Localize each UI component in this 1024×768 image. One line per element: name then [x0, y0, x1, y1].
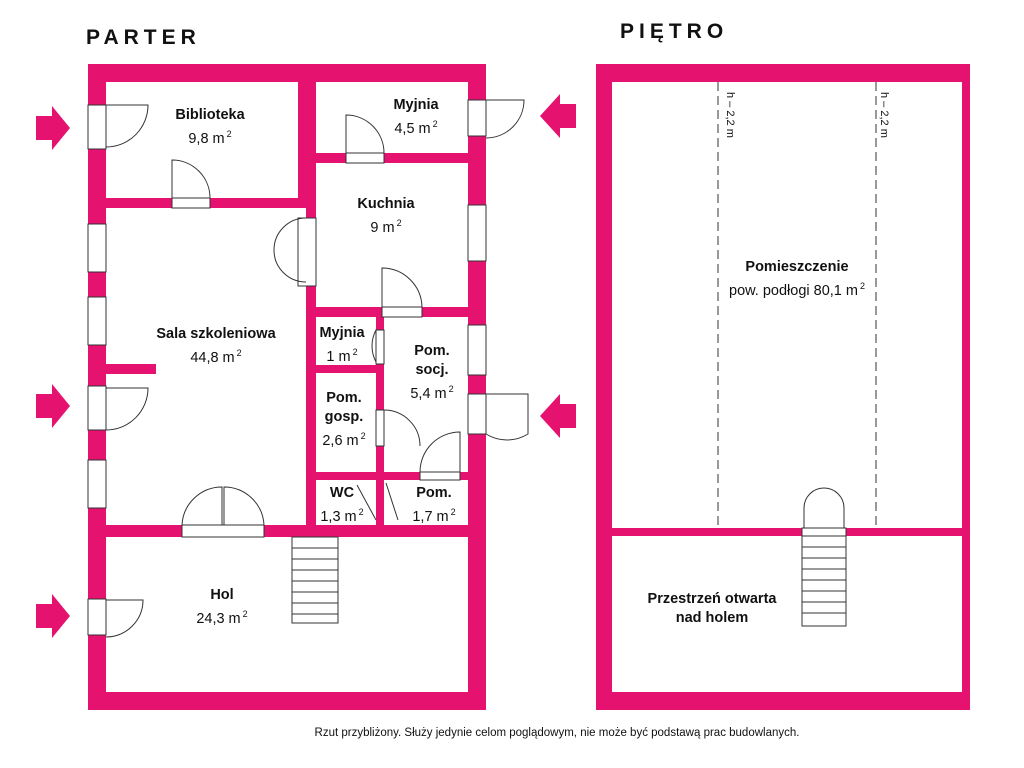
room-name: Przestrzeń otwarta — [647, 591, 777, 607]
ground-floor-openings — [87, 99, 487, 636]
upper-floor-lines — [717, 82, 877, 627]
room-przestrzen-otwarta: Przestrzeń otwarta nad holem — [624, 590, 800, 628]
room-name: Myjnia — [393, 97, 439, 113]
room-name: Sala szkoleniowa — [156, 326, 276, 342]
ground-floor-doors — [105, 99, 529, 638]
room-name: Pomieszczenie — [745, 259, 849, 275]
height-mark-right: h – 2,2 m — [878, 92, 890, 138]
room-name: Biblioteka — [175, 107, 245, 123]
ground-floor-stairs — [291, 536, 339, 624]
entry-arrows — [36, 94, 576, 638]
room-name: Pom. — [326, 390, 362, 406]
room-name: WC — [329, 485, 355, 501]
room-name: Hol — [210, 587, 234, 603]
room-name: Pom. — [414, 343, 450, 359]
room-name: Myjnia — [319, 325, 365, 341]
disclaimer-text: Rzut przybliżony. Służy jedynie celom po… — [314, 727, 800, 739]
room-name-line2: gosp. — [324, 409, 364, 425]
room-name: Pom. — [416, 485, 452, 501]
room-name: Kuchnia — [357, 196, 415, 212]
height-mark-left: h – 2,2 m — [724, 92, 736, 138]
ground-floor-title: PARTER — [86, 26, 201, 49]
upper-floor-title: PIĘTRO — [620, 20, 729, 43]
room-name-line2: socj. — [415, 362, 449, 378]
room-name-line2: nad holem — [675, 610, 749, 626]
upper-floor-walls — [596, 64, 970, 710]
